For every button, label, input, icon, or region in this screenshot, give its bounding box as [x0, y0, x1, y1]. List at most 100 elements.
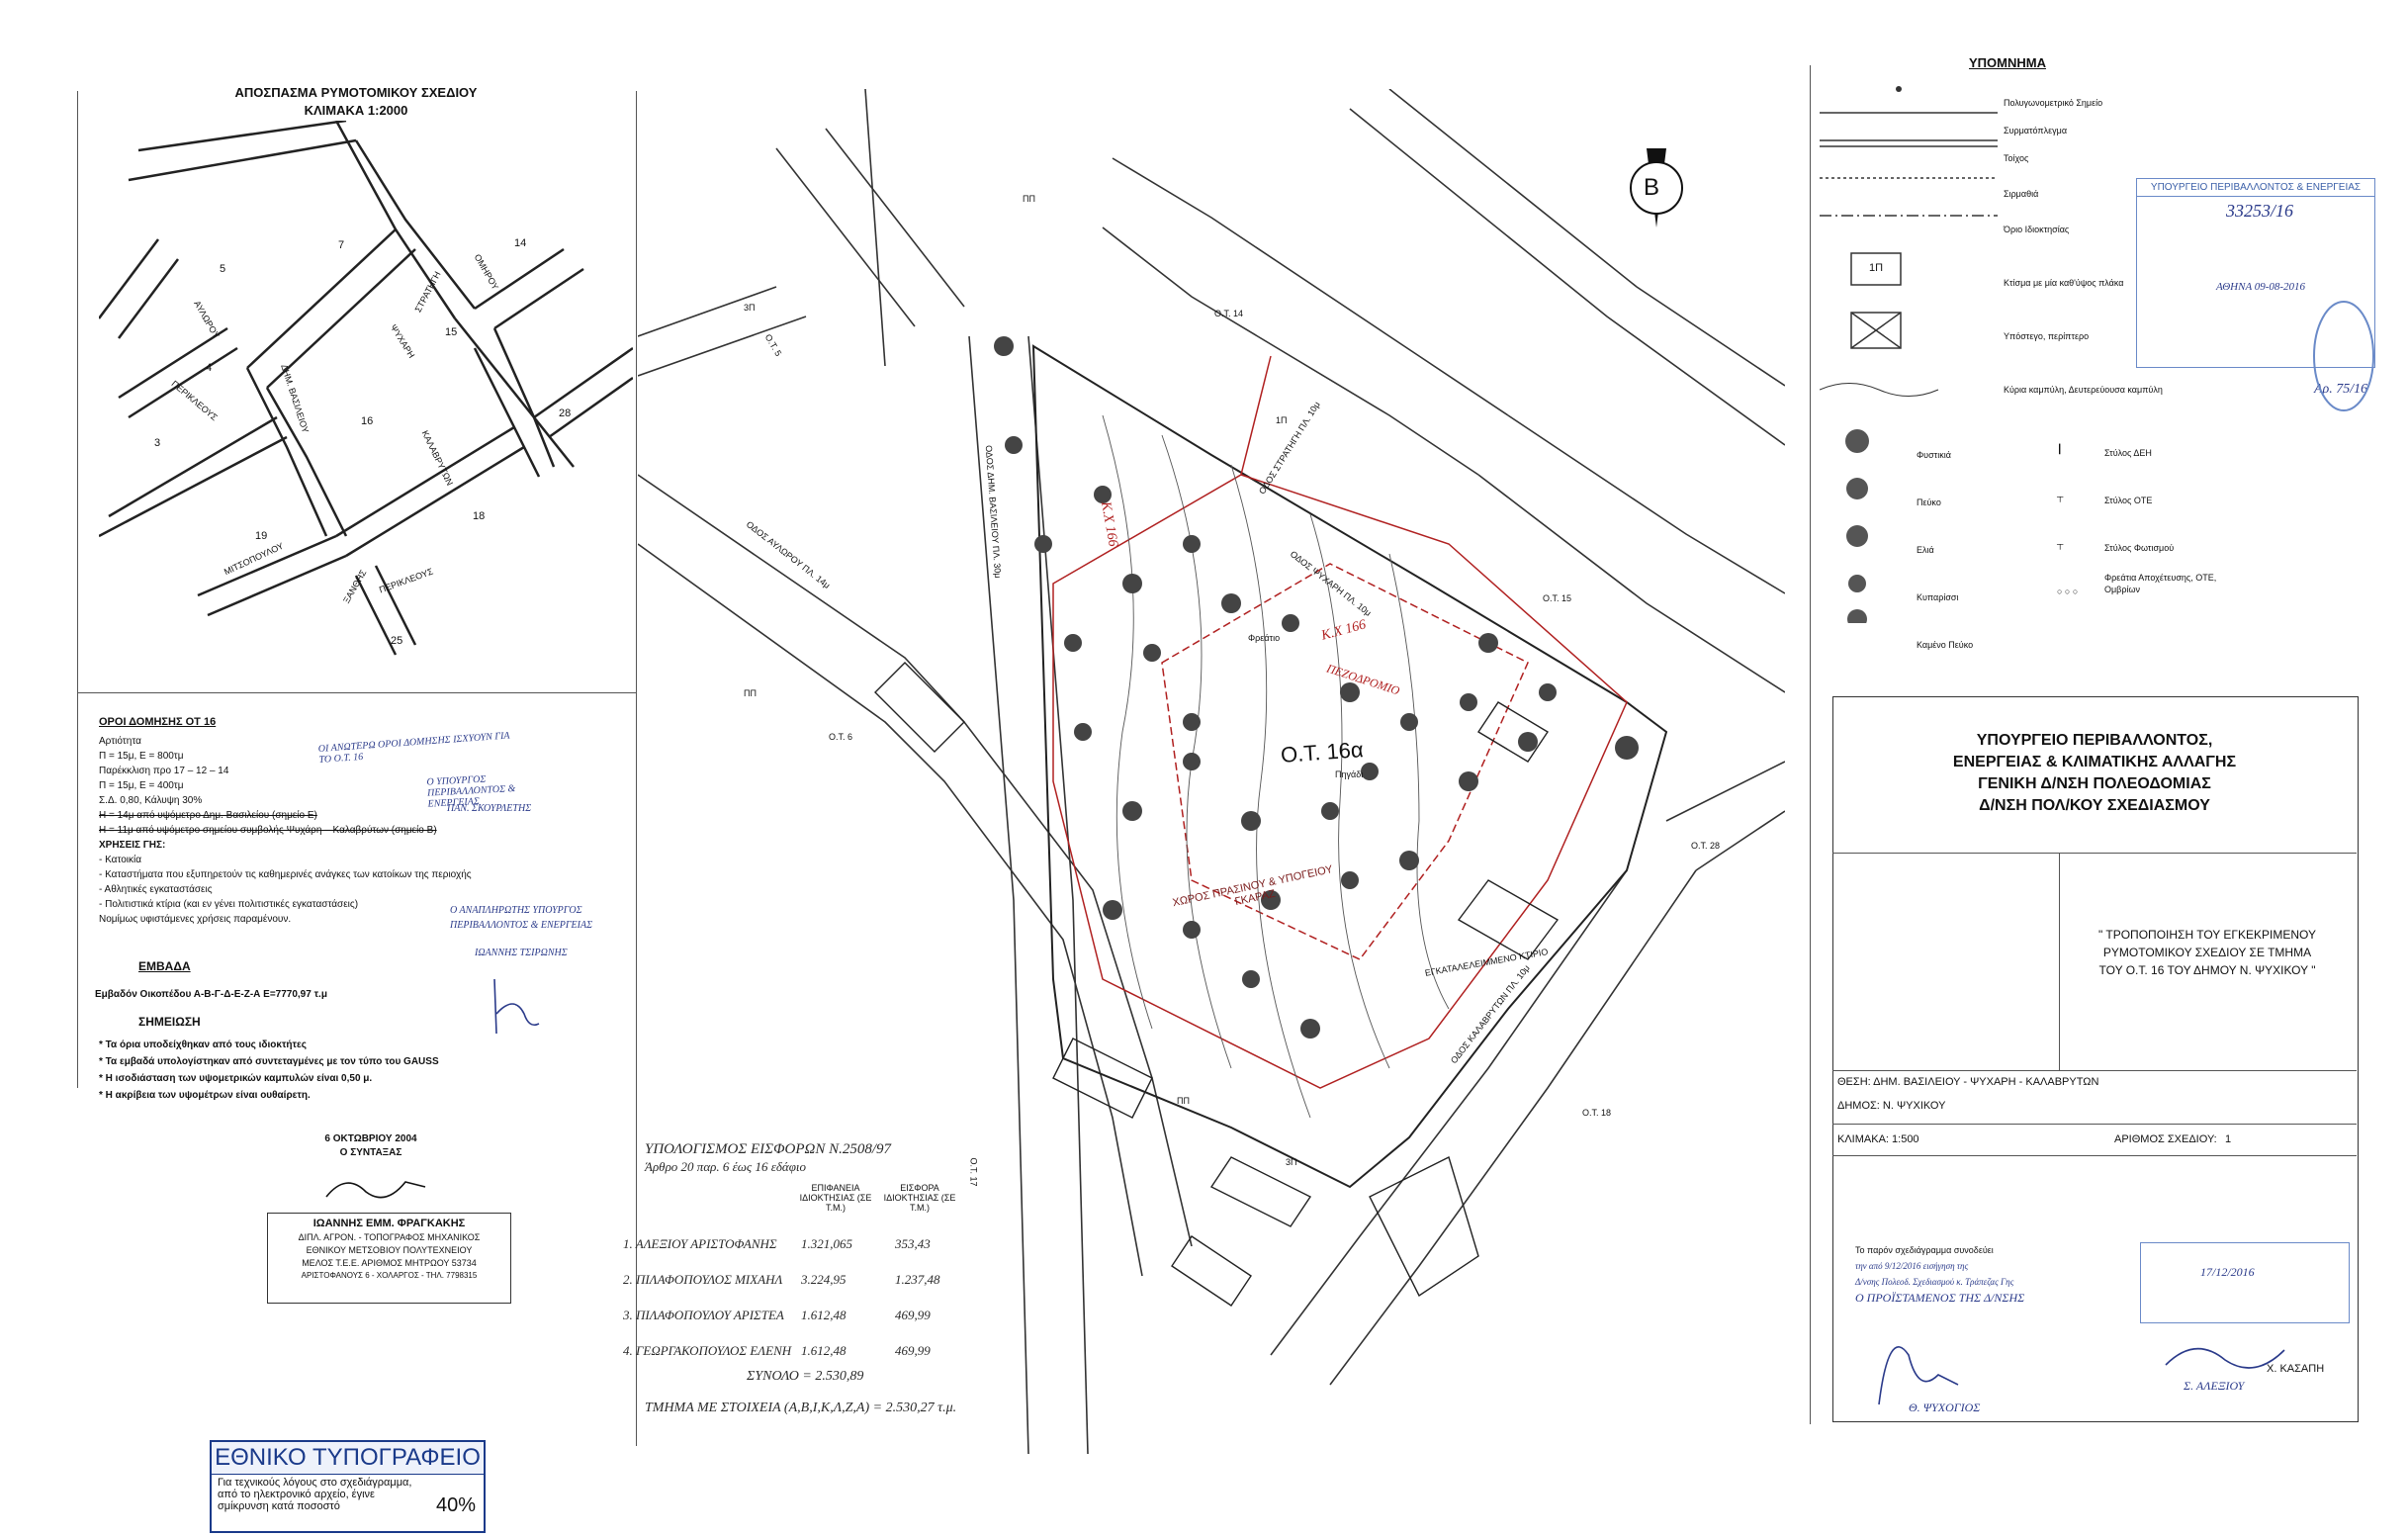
signer-right: Χ. ΚΑΣΑΠΗ — [2267, 1363, 2325, 1375]
extract-title: ΑΠΟΣΠΑΣΜΑ ΡΥΜΟΤΟΜΙΚΟΥ ΣΧΕΔΙΟΥ — [234, 85, 478, 100]
building-term-line: Αρτιότητα — [99, 736, 141, 747]
north-arrow — [1630, 148, 1683, 227]
notes-list: * Τα όρια υποδείχθηκαν από τους ιδιοκτήτ… — [99, 1037, 439, 1104]
building-term-line: - Αθλητικές εγκαταστάσεις — [99, 884, 213, 895]
floor-tag: ΠΠ — [1177, 1096, 1190, 1106]
legend-pole-item: Στύλος Φωτισμού — [2104, 543, 2175, 553]
building-term-line: Η = 11μ από υψόμετρο σημείου συμβολής Ψυ… — [99, 825, 437, 836]
handwritten-deputy-ministry: ΠΕΡΙΒΑΛΛΟΝΤΟΣ & ΕΝΕΡΓΕΙΑΣ — [450, 920, 593, 931]
calc-subheading: Άρθρο 20 παρ. 6 έως 16 εδάφιο — [645, 1159, 807, 1174]
department-stamp: 17/12/2016 — [2140, 1242, 2350, 1323]
land-uses-heading: ΧΡΗΣΕΙΣ ΓΗΣ: — [99, 840, 166, 851]
extract-block-3: 3 — [154, 437, 161, 449]
building-term-line: Σ.Δ. 0,80, Κάλυψη 30% — [99, 795, 203, 806]
legend-trees: Φυστικιά Πεύκο Ελιά Κυπαρίσσι Καμένο Πεύ… — [1917, 431, 1973, 669]
manhole-label: Φρεάτιο — [1248, 633, 1281, 643]
extract-block-18: 18 — [473, 510, 486, 522]
legend-item: Κτίσμα με μία καθ'ύψος πλάκα — [2004, 278, 2124, 288]
well-label: Πηγάδι — [1335, 769, 1364, 779]
legend-items: Πολυγωνομετρικό Σημείο Συρματόπλεγμα Τοί… — [2004, 89, 2163, 404]
right-frame-line — [1810, 65, 1811, 1424]
legend-item: Υπόστεγο, περίπτερο — [2004, 331, 2090, 341]
drawing-number: 1 — [2225, 1133, 2232, 1145]
note-line: * Η ακρίβεια των υψομέτρων είναι ουθαίρε… — [99, 1090, 311, 1101]
director-signature — [1878, 1346, 1959, 1405]
floor-tag: ΠΠ — [1023, 194, 1035, 204]
block-18-label: Ο.Τ. 18 — [1582, 1108, 1612, 1118]
subject: " ΤΡΟΠΟΠΟΙΗΣΗ ΤΟΥ ΕΓΚΕΚΡΙΜΕΝΟΥ ΡΥΜΟΤΟΜΙΚ… — [2097, 928, 2316, 977]
legend-item: Κύρια καμπύλη, Δευτερεύουσα καμπύλη — [2004, 385, 2163, 395]
extract-block-14: 14 — [514, 237, 527, 249]
block-14-label: Ο.Τ. 14 — [1214, 309, 1244, 318]
areas-heading: ΕΜΒΑΔΑ — [138, 959, 191, 973]
left-divider — [77, 692, 636, 693]
municipality: ΔΗΜΟΣ: Ν. ΨΥΧΙΚΟΥ — [1837, 1100, 1946, 1112]
extract-block-19: 19 — [255, 530, 268, 542]
note-line: * Η ισοδιάσταση των υψομετρικών καμπυλών… — [99, 1073, 373, 1084]
extract-scale: ΚΛΙΜΑΚΑ 1:2000 — [304, 103, 408, 118]
legend-pole-item: Στύλος ΔΕΗ — [2104, 448, 2152, 458]
site-plan — [638, 89, 1785, 1454]
note-line: * Τα εμβαδά υπολογίστηκαν από συντεταγμέ… — [99, 1056, 439, 1067]
extract-block-4: 4 — [206, 362, 213, 374]
signer-left: Θ. ΨΥΧΟΓΙΟΣ — [1909, 1401, 1981, 1414]
block-17-label: Ο.Τ. 17 — [968, 1157, 979, 1187]
legend-tree-item: Καμένο Πεύκο — [1917, 640, 1974, 650]
calc-total: ΣΥΝΟΛΟ = 2.530,89 — [747, 1369, 864, 1384]
signature-role: Ο ΣΥΝΤΑΞΑΣ — [339, 1147, 402, 1158]
extract-map — [99, 121, 633, 656]
legend-item: Τοίχος — [2004, 153, 2029, 163]
floor-tag: ΠΠ — [744, 688, 757, 698]
building-term-line: Π = 15μ, Ε = 800τμ — [99, 751, 184, 762]
signature-date: 6 ΟΚΤΩΒΡΙΟΥ 2004 — [324, 1133, 417, 1144]
legend-tree-symbols — [1845, 429, 1869, 623]
title-block-divider-1 — [1832, 853, 2357, 854]
legend-item: Όριο Ιδιοκτησίας — [2004, 225, 2070, 234]
building-term-line: Π = 15μ, Ε = 400τμ — [99, 780, 184, 791]
building-term-line: Παρέκκλιση προ 17 – 12 – 14 — [99, 766, 229, 776]
printing-office-box: ΕΘΝΙΚΟ ΤΥΠΟΓΡΑΦΕΙΟ Για τεχνικούς λόγους … — [210, 1440, 486, 1533]
calc-heading: ΥΠΟΛΟΓΙΣΜΟΣ ΕΙΣΦΟΡΩΝ Ν.2508/97 — [645, 1141, 892, 1157]
legend-poles-symbols: ┃┬┬○ ○ ○ — [2057, 444, 2079, 596]
floor-tag: 1Π — [1276, 415, 1288, 425]
legend-item: Πολυγωνομετρικό Σημείο — [2004, 98, 2103, 108]
building-term-line: - Πολιτιστικά κτίρια (και εν γένει πολιτ… — [99, 899, 359, 910]
handwritten-deputy-name: ΙΩΑΝΝΗΣ ΤΣΙΡΩΝΗΣ — [475, 948, 568, 958]
handwritten-deputy-title: Ο ΑΝΑΠΛΗΡΩΤΗΣ ΥΠΟΥΡΓΟΣ — [450, 905, 582, 916]
legend-tree-item: Ελιά — [1917, 545, 1934, 555]
extract-block-7: 7 — [338, 239, 345, 251]
building-term-line: - Καταστήματα που εξυπηρετούν τις καθημε… — [99, 869, 472, 880]
calc-section: ΤΜΗΜΑ ΜΕ ΣΤΟΙΧΕΙΑ (Α,Β,Ι,Κ,Λ,Ζ,Α) = 2.53… — [645, 1401, 957, 1415]
legend-tag-1p: 1Π — [1868, 262, 1884, 274]
extract-block-16: 16 — [361, 415, 374, 427]
author-signature — [325, 1181, 426, 1199]
scale: ΚΛΙΜΑΚΑ: 1:500 — [1837, 1133, 1919, 1145]
extract-block-28: 28 — [559, 407, 572, 419]
legend-tree-item: Κυπαρίσσι — [1917, 592, 1959, 602]
calc-col-contribution: ΕΙΣΦΟΡΑ ΙΔΙΟΚΤΗΣΙΑΣ (ΣΕ Τ.Μ.) — [883, 1183, 956, 1213]
ministry-seal — [2313, 301, 2374, 411]
ministry-header: ΥΠΟΥΡΓΕΙΟ ΠΕΡΙΒΑΛΛΟΝΤΟΣ, ΕΝΕΡΓΕΙΑΣ & ΚΛΙ… — [1952, 732, 2237, 814]
block-6-label: Ο.Τ. 6 — [829, 732, 853, 742]
floor-tag: 3Π — [744, 303, 756, 313]
left-frame-line — [77, 91, 78, 1088]
title-block-divider-2 — [1832, 1070, 2357, 1071]
legend-poles: Στύλος ΔΕΗ Στύλος ΟΤΕ Στύλος Φωτισμού Φρ… — [2104, 429, 2233, 595]
building-terms-list: Αρτιότητα Π = 15μ, Ε = 800τμ Παρέκκλιση … — [99, 734, 524, 927]
floor-tag: 3Π — [1286, 1157, 1297, 1167]
drawing-number-label: ΑΡΙΘΜΟΣ ΣΧΕΔΙΟΥ: — [2114, 1133, 2217, 1145]
calc-col-area: ΕΠΙΦΑΝΕΙΑ ΙΔΙΟΚΤΗΣΙΑΣ (ΣΕ Τ.Μ.) — [799, 1183, 872, 1213]
areas-line: Εμβαδόν Οικοπέδου Α-Β-Γ-Δ-Ε-Ζ-Α Ε=7770,9… — [95, 989, 327, 1000]
building-terms-heading: ΟΡΟΙ ΔΟΜΗΣΗΣ ΟΤ 16 — [99, 716, 217, 728]
legend-tree-item: Φυστικιά — [1917, 450, 1951, 460]
extract-block-5: 5 — [220, 263, 226, 275]
block-15-label: Ο.Τ. 15 — [1543, 593, 1572, 603]
north-label: Β — [1644, 174, 1660, 201]
title-block-divider-3 — [1832, 1124, 2357, 1125]
legend-tree-item: Πεύκο — [1917, 497, 1941, 507]
